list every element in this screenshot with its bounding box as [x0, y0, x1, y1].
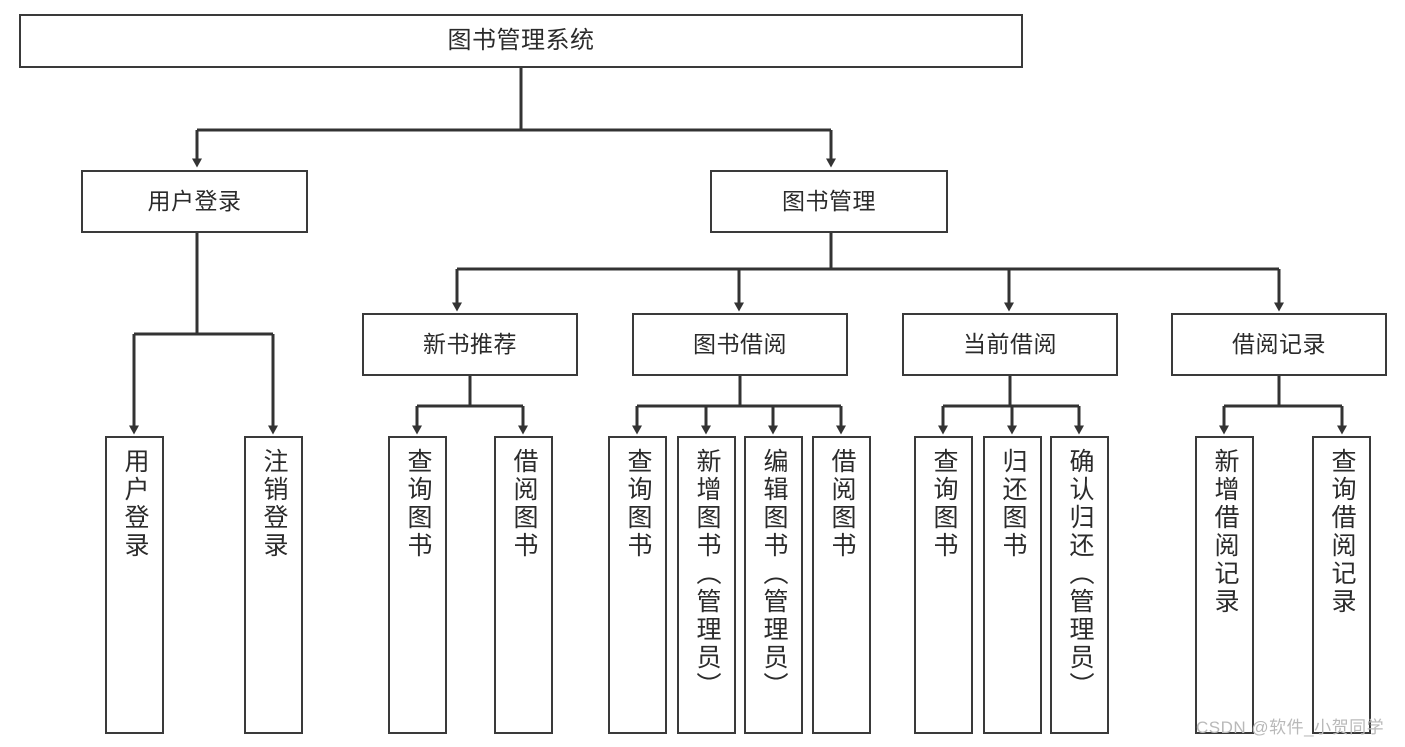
node-leaf-add-record-label: 新增借阅记录: [1211, 448, 1239, 616]
node-leaf-query-record-label: 查询借阅记录: [1328, 448, 1356, 616]
node-current-borrow-label: 当前借阅: [963, 330, 1057, 357]
node-leaf-user-login[interactable]: 用户登录: [105, 436, 164, 734]
node-leaf-edit-book-label: 编辑图书（管理员）: [760, 448, 788, 700]
node-leaf-borrow-book-1-label: 借阅图书: [510, 448, 538, 560]
node-leaf-query-book-2-label: 查询图书: [624, 448, 652, 560]
node-leaf-query-record[interactable]: 查询借阅记录: [1312, 436, 1371, 734]
watermark-text: CSDN @软件_小贺同学: [1196, 718, 1385, 737]
node-leaf-query-book-1-label: 查询图书: [404, 448, 432, 560]
node-leaf-edit-book[interactable]: 编辑图书（管理员）: [744, 436, 803, 734]
node-root-system[interactable]: 图书管理系统: [19, 14, 1023, 68]
node-user-login[interactable]: 用户登录: [81, 170, 308, 233]
node-leaf-add-record[interactable]: 新增借阅记录: [1195, 436, 1254, 734]
node-leaf-query-book-1[interactable]: 查询图书: [388, 436, 447, 734]
node-leaf-logout[interactable]: 注销登录: [244, 436, 303, 734]
node-leaf-borrow-book-2[interactable]: 借阅图书: [812, 436, 871, 734]
node-book-manage[interactable]: 图书管理: [710, 170, 948, 233]
node-leaf-add-book[interactable]: 新增图书（管理员）: [677, 436, 736, 734]
node-leaf-confirm-return[interactable]: 确认归还（管理员）: [1050, 436, 1109, 734]
node-leaf-query-book-2[interactable]: 查询图书: [608, 436, 667, 734]
node-leaf-logout-label: 注销登录: [260, 448, 288, 560]
node-leaf-return-book[interactable]: 归还图书: [983, 436, 1042, 734]
node-borrow-record-label: 借阅记录: [1232, 330, 1326, 357]
node-borrow-record[interactable]: 借阅记录: [1171, 313, 1387, 376]
node-new-book-recommend[interactable]: 新书推荐: [362, 313, 578, 376]
node-book-manage-label: 图书管理: [782, 187, 876, 214]
node-leaf-user-login-label: 用户登录: [121, 448, 149, 560]
node-user-login-label: 用户登录: [147, 187, 242, 214]
node-current-borrow[interactable]: 当前借阅: [902, 313, 1118, 376]
node-new-book-recommend-label: 新书推荐: [423, 330, 517, 357]
node-leaf-query-book-3-label: 查询图书: [930, 448, 958, 560]
node-leaf-confirm-return-label: 确认归还（管理员）: [1066, 448, 1094, 700]
node-leaf-query-book-3[interactable]: 查询图书: [914, 436, 973, 734]
node-leaf-borrow-book-1[interactable]: 借阅图书: [494, 436, 553, 734]
node-book-borrow-label: 图书借阅: [693, 330, 787, 357]
node-root-system-label: 图书管理系统: [447, 26, 595, 54]
node-book-borrow[interactable]: 图书借阅: [632, 313, 848, 376]
node-leaf-borrow-book-2-label: 借阅图书: [828, 448, 856, 560]
node-leaf-return-book-label: 归还图书: [999, 448, 1027, 560]
node-leaf-add-book-label: 新增图书（管理员）: [693, 448, 721, 700]
